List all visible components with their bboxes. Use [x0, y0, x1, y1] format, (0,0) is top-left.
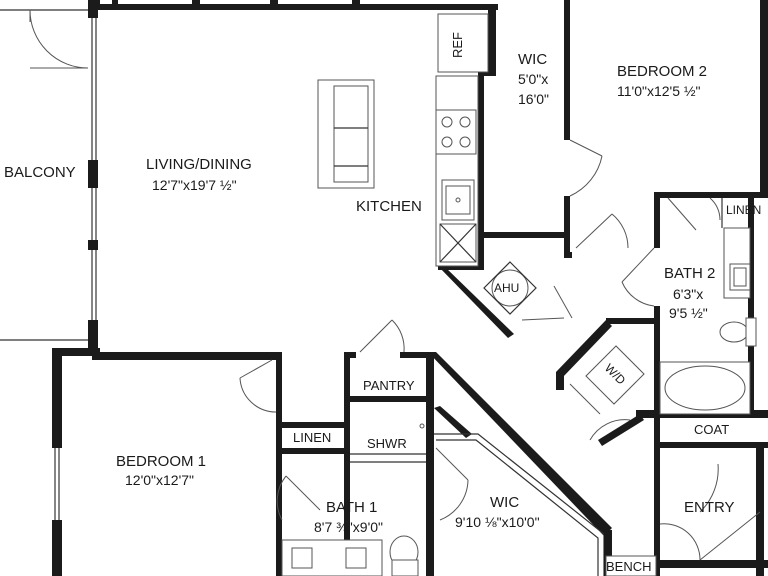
washer-dryer: [585, 345, 645, 405]
bath2-fixtures: [659, 198, 757, 415]
bath2-dims-2: 9'5 ½": [669, 305, 708, 321]
wic-top-dims-1: 5'0"x: [518, 71, 549, 87]
bath1-dims: 8'7 ⅜"x9'0": [314, 519, 383, 535]
bath1-label: BATH 1: [326, 499, 378, 516]
windows: [0, 9, 97, 520]
living-dining-label: LIVING/DINING: [146, 156, 252, 173]
linen-left-label: LINEN: [293, 430, 332, 445]
ahu-unit: [491, 269, 529, 307]
pantry-label: PANTRY: [363, 378, 415, 393]
bench: [605, 555, 657, 576]
doors: [29, 9, 761, 561]
bath2-label: BATH 2: [664, 265, 716, 282]
ahu-label: AHU: [494, 281, 520, 295]
bath2-dims-1: 6'3"x: [673, 286, 704, 302]
wic-top-label: WIC: [518, 51, 548, 68]
bench-label: BENCH: [606, 559, 652, 574]
shwr-label: SHWR: [367, 436, 407, 451]
living-dining-dims: 12'7"x19'7 ½": [152, 177, 237, 193]
bedroom2-dims: 11'0"x12'5 ½": [617, 83, 701, 99]
bath1-fixtures: [281, 423, 426, 576]
wic-top-dims-2: 16'0": [518, 91, 550, 107]
wic-bottom-dims: 9'10 ⅛"x10'0": [455, 514, 540, 530]
linen-right-label: LINEN: [726, 203, 762, 217]
wic-bottom-label: WIC: [490, 494, 520, 511]
balcony-label: BALCONY: [4, 164, 76, 181]
bedroom1-label: BEDROOM 1: [116, 453, 207, 470]
bedroom2-label: BEDROOM 2: [617, 63, 708, 80]
entry-label: ENTRY: [684, 499, 735, 516]
coat-label: COAT: [694, 422, 730, 437]
walls: [52, 0, 768, 576]
bedroom1-dims: 12'0"x12'7": [125, 472, 195, 488]
ref-label: REF: [450, 32, 465, 58]
kitchen-fixtures: [317, 13, 489, 267]
kitchen-label: KITCHEN: [356, 198, 422, 215]
